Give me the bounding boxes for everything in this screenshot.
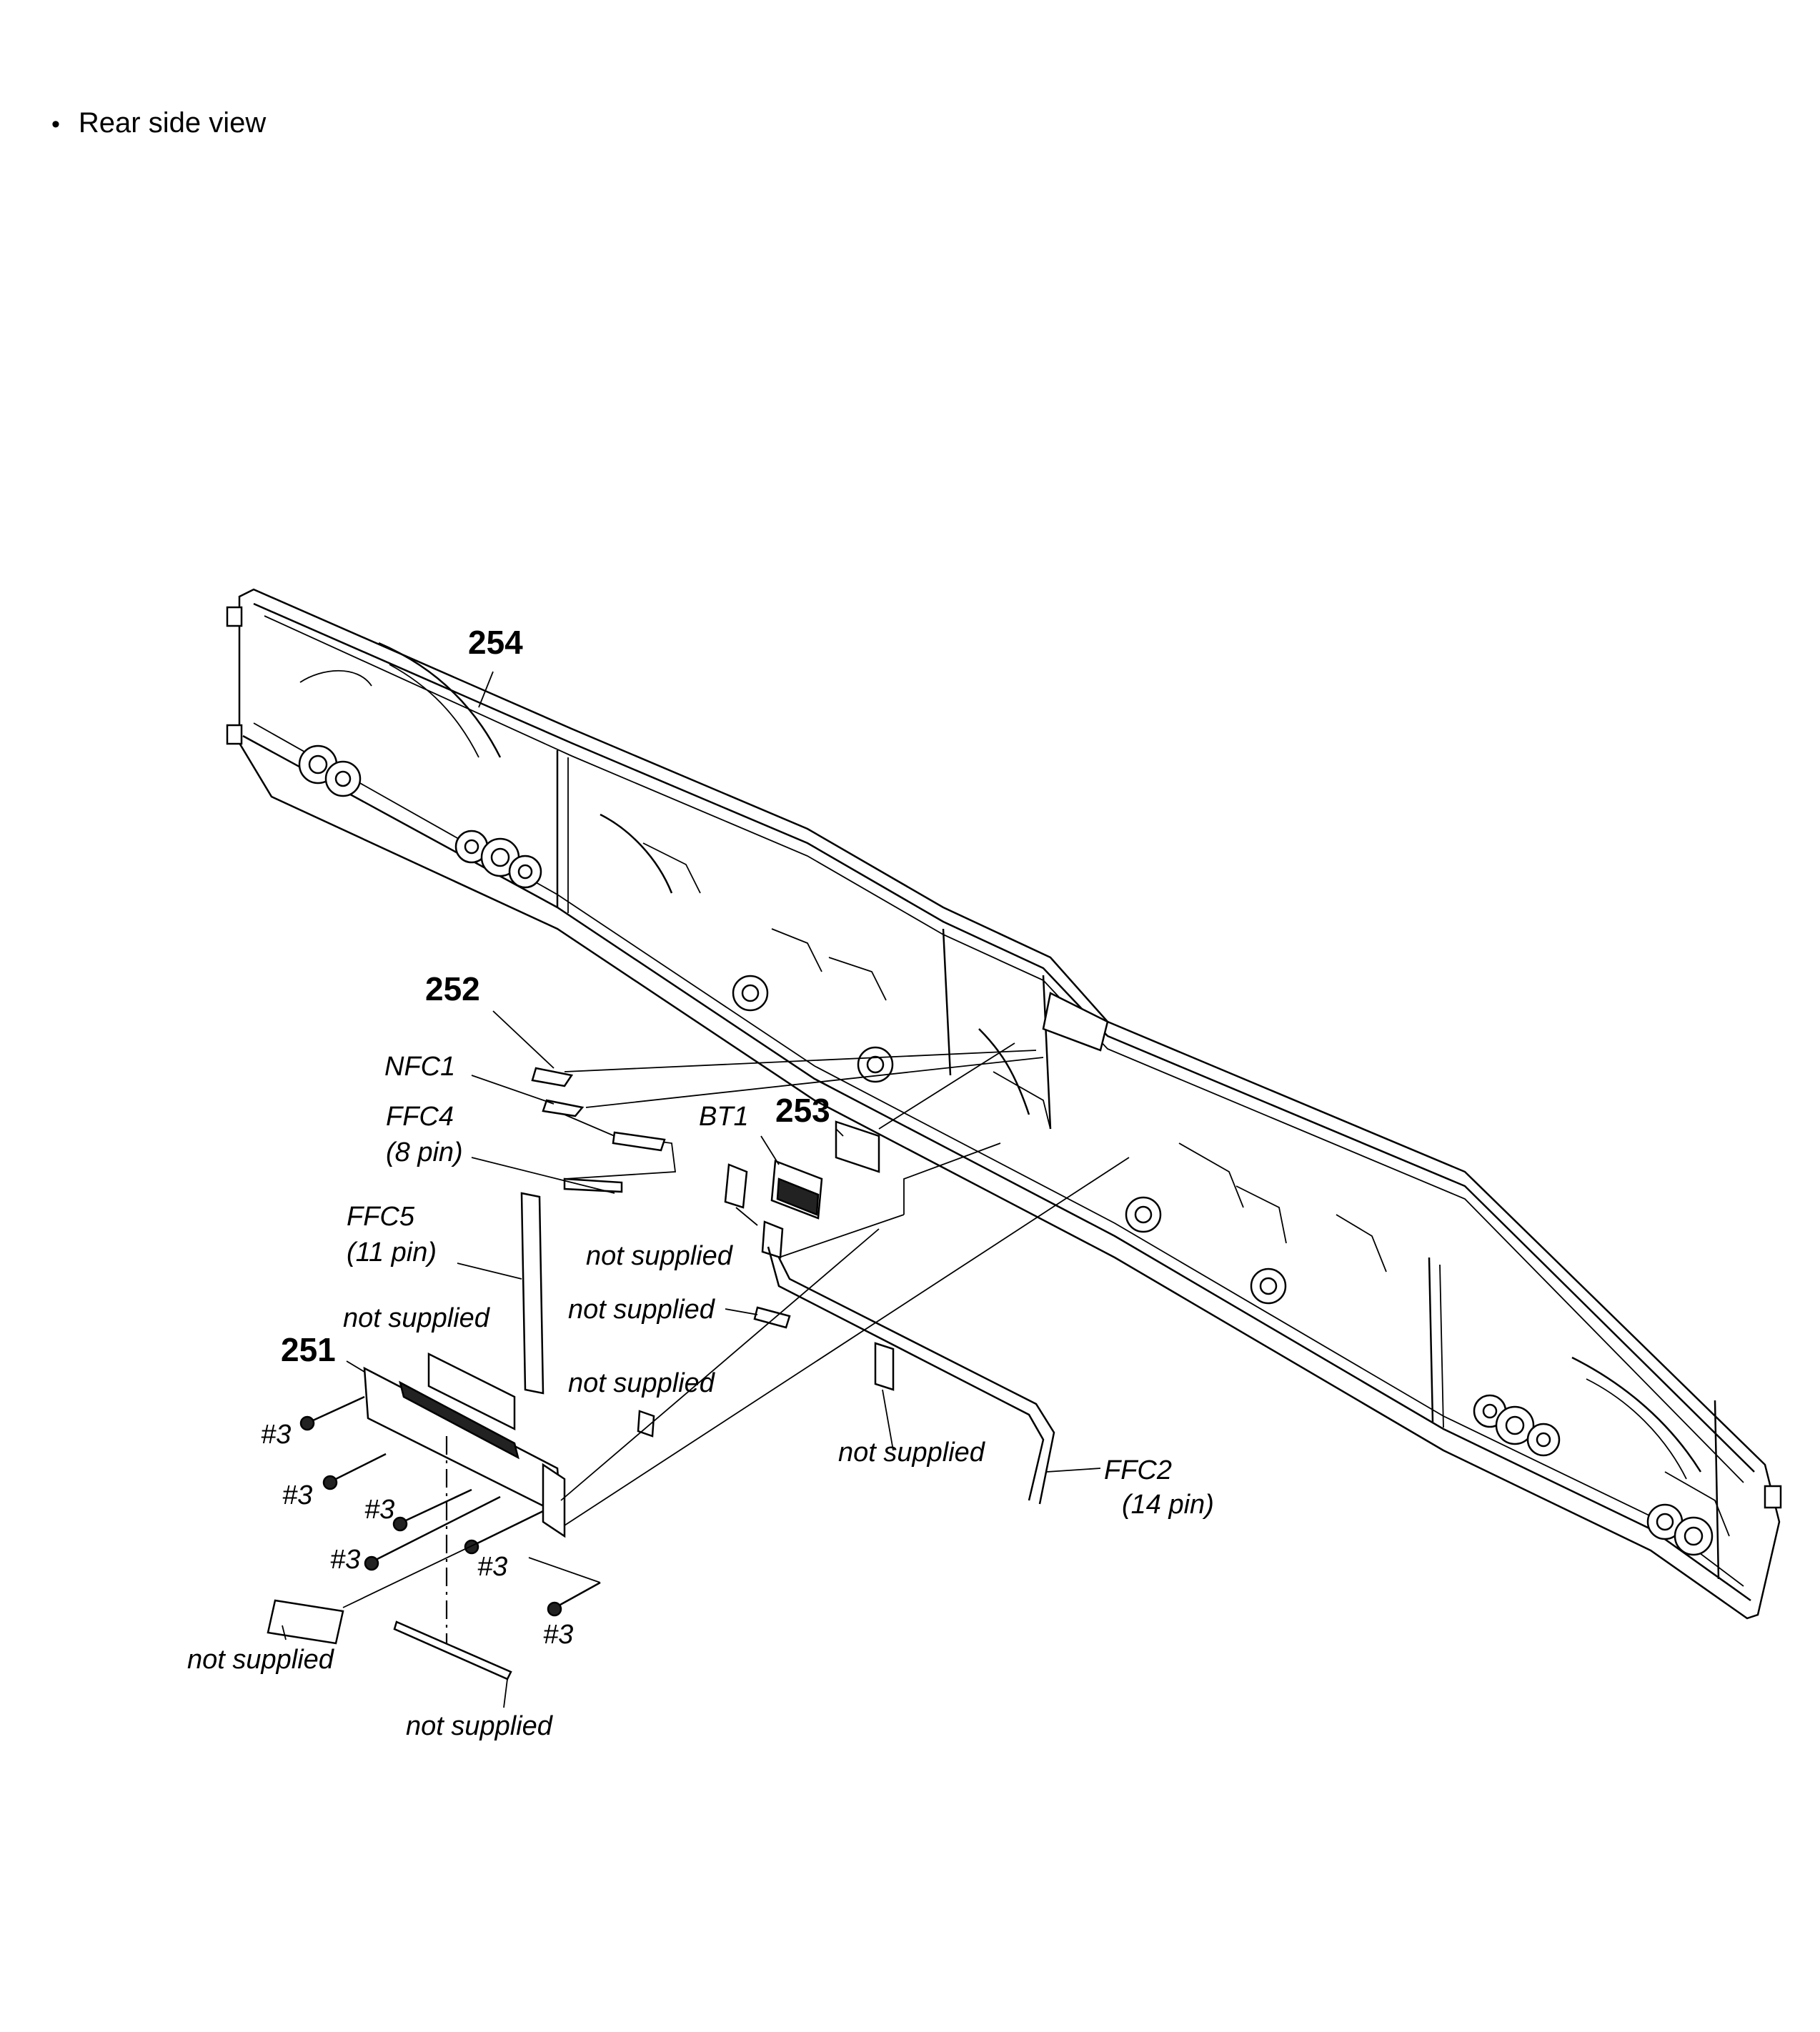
callout-screw-5: #3 xyxy=(477,1552,507,1582)
cabinet-internal-details xyxy=(299,642,1730,1537)
leader-lines xyxy=(282,671,1101,1708)
callout-screw-3: #3 xyxy=(364,1495,394,1525)
callout-252: 252 xyxy=(425,970,480,1007)
callout-nfc1: NFC1 xyxy=(384,1052,455,1082)
part-253-bt-module xyxy=(724,1042,1015,1259)
callout-bt1: BT1 xyxy=(699,1102,749,1132)
cabinet-top-rim xyxy=(253,602,1755,1473)
callout-not-supplied-g: not supplied xyxy=(406,1711,554,1741)
callout-not-supplied-d: not supplied xyxy=(568,1368,716,1398)
callout-253: 253 xyxy=(775,1092,830,1129)
callout-ffc2-pins: (14 pin) xyxy=(1122,1490,1214,1520)
callout-not-supplied-b: not supplied xyxy=(343,1303,491,1333)
ffc5-cable xyxy=(520,1192,544,1395)
callout-ffc4: FFC4 xyxy=(386,1102,454,1132)
callout-not-supplied-e: not supplied xyxy=(838,1438,986,1468)
cabinet-corner-pegs xyxy=(226,606,1782,1509)
loose-strip xyxy=(393,1620,512,1680)
ffc2-cable xyxy=(767,1142,1055,1505)
heading-title: Rear side view xyxy=(78,107,267,139)
callout-ffc4-pins: (8 pin) xyxy=(386,1137,463,1167)
callout-screw-4: #3 xyxy=(330,1545,360,1575)
loose-sheet xyxy=(267,1599,344,1645)
callout-251: 251 xyxy=(281,1331,336,1368)
cabinet-dividers xyxy=(556,750,1720,1580)
callout-screw-6: #3 xyxy=(543,1620,573,1650)
screws xyxy=(299,1395,601,1617)
callout-ffc5-pins: (11 pin) xyxy=(347,1237,437,1267)
callout-254: 254 xyxy=(468,624,523,661)
callout-not-supplied-a: not supplied xyxy=(586,1241,734,1271)
callout-screw-1: #3 xyxy=(261,1420,291,1450)
cabinet-assembly xyxy=(226,588,1782,1620)
view-heading: • Rear side view xyxy=(51,107,266,139)
callout-not-supplied-c: not supplied xyxy=(568,1295,716,1325)
callout-ffc5: FFC5 xyxy=(347,1202,415,1232)
part-251-board xyxy=(267,1157,1130,1680)
callout-ffc2: FFC2 xyxy=(1104,1455,1172,1485)
speaker-units xyxy=(298,744,1714,1556)
callout-not-supplied-f: not supplied xyxy=(187,1645,335,1675)
callout-screw-2: #3 xyxy=(282,1480,312,1510)
cabinet-top-rim-inner xyxy=(264,615,1744,1483)
heading-bullet: • xyxy=(51,111,60,138)
loose-small-parts xyxy=(637,1306,895,1438)
callout-labels: 254 252 NFC1 FFC4 (8 pin) FFC5 (11 pin) … xyxy=(187,624,1214,1741)
cabinet-outline xyxy=(238,588,1781,1620)
